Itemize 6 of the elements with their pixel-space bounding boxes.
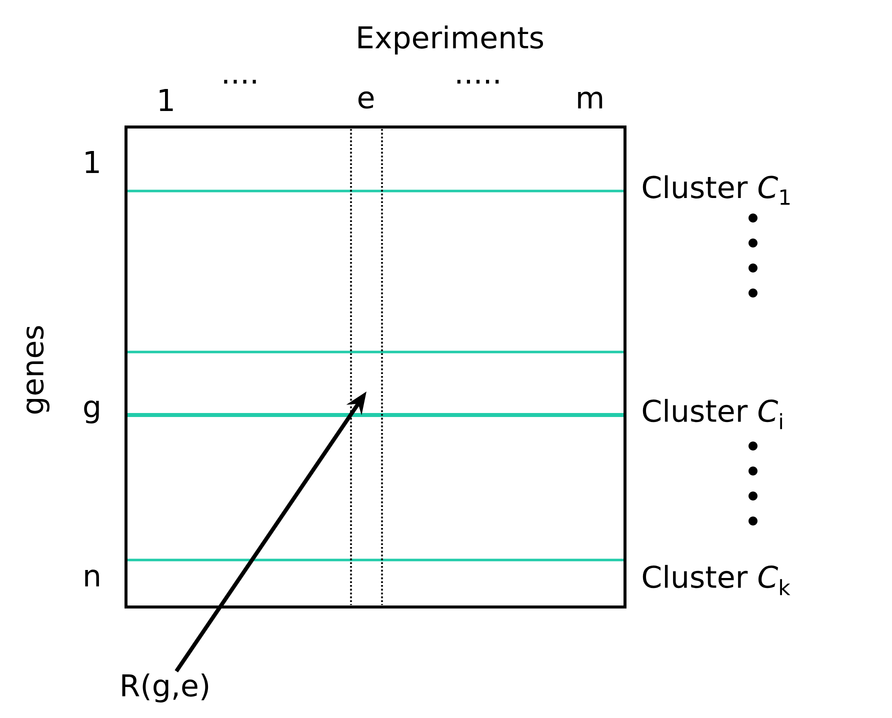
axis-title: genes bbox=[26, 326, 50, 414]
axis-title: Experiments bbox=[358, 26, 544, 55]
ellipsis: ····· bbox=[457, 80, 499, 84]
ellipsis: ···· bbox=[224, 80, 256, 84]
matrix-box bbox=[124, 126, 626, 608]
annotation-text: R(g,e) bbox=[122, 674, 208, 702]
